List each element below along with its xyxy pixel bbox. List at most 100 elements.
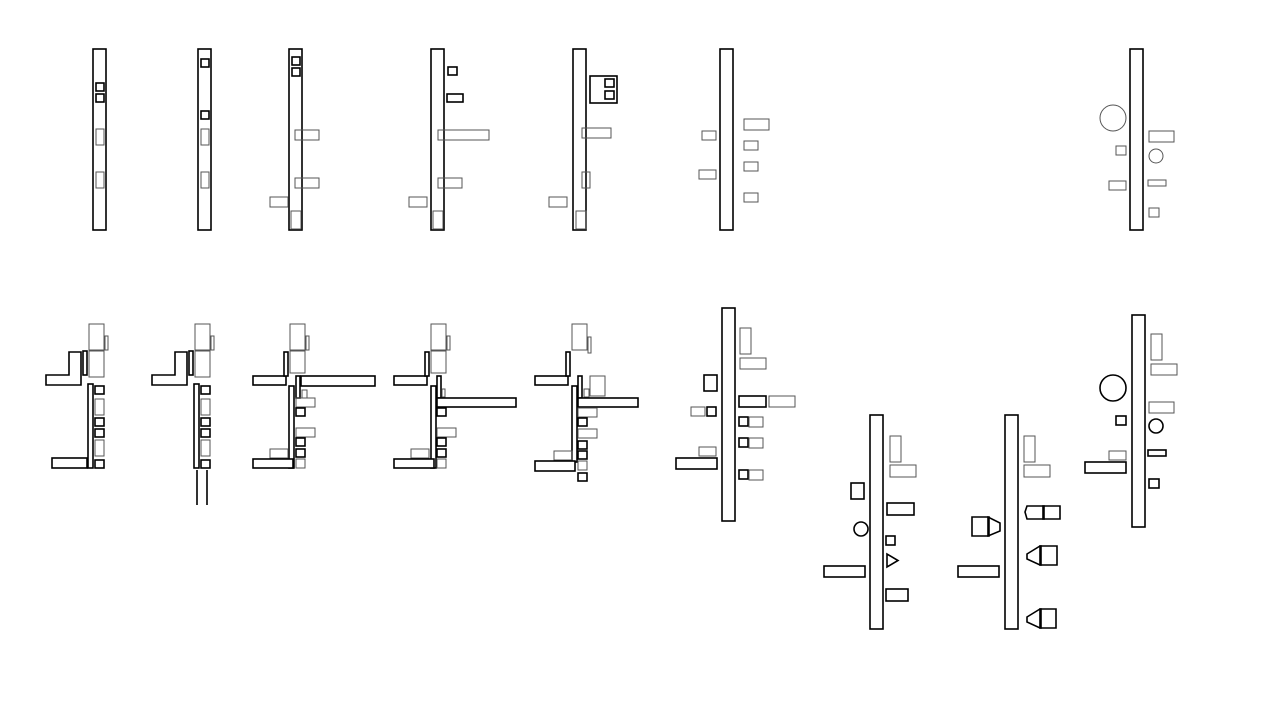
rect-shape <box>408 196 428 208</box>
rect-shape <box>577 428 598 439</box>
rect-shape <box>95 128 105 146</box>
rect-shape <box>188 350 194 376</box>
rect-shape <box>577 460 588 471</box>
rect-shape <box>94 428 105 438</box>
rect-shape <box>589 375 606 397</box>
vertical-bar <box>1129 48 1144 231</box>
rect-shape <box>436 397 517 408</box>
rect-shape <box>743 161 759 172</box>
rect-shape <box>701 130 717 141</box>
figure-top-7 <box>1099 48 1175 231</box>
rect-shape <box>200 385 211 395</box>
rect-shape <box>447 66 458 76</box>
rect-shape <box>300 375 376 387</box>
rect-shape <box>446 335 451 351</box>
rect-shape <box>743 140 759 151</box>
vertical-bar <box>288 385 295 469</box>
vertical-bar <box>721 307 736 522</box>
bottle-shape <box>971 516 1001 537</box>
figure-top-2 <box>197 48 212 231</box>
vertical-bar <box>1131 314 1146 528</box>
rect-shape <box>200 398 211 416</box>
rect-shape <box>823 565 866 578</box>
figure-bottom-4 <box>393 323 517 469</box>
rect-shape <box>577 375 583 399</box>
rect-shape <box>581 171 591 189</box>
rect-shape <box>743 118 770 131</box>
figure-top-1 <box>92 48 107 231</box>
rect-shape <box>587 336 592 354</box>
rect-shape <box>290 210 302 230</box>
rect-shape <box>295 397 316 408</box>
rect-shape <box>1023 464 1051 478</box>
rect-shape <box>575 210 587 230</box>
rect-shape <box>850 482 865 500</box>
rect-shape <box>1039 545 1042 566</box>
rect-shape <box>1108 180 1127 191</box>
rect-shape <box>436 458 447 469</box>
rect-shape <box>886 502 915 516</box>
rect-shape <box>200 417 211 427</box>
vertical-bar <box>572 48 587 231</box>
rect-shape <box>604 78 615 88</box>
rect-shape <box>82 350 88 376</box>
rect-shape <box>889 435 902 463</box>
rect-shape <box>1148 207 1160 218</box>
rect-shape <box>748 437 764 449</box>
rect-shape <box>577 397 639 408</box>
rect-shape <box>1150 363 1178 376</box>
circle-shape <box>1148 148 1164 164</box>
rect-shape <box>1148 401 1175 414</box>
rect-shape <box>269 196 289 208</box>
rect-shape <box>104 335 109 351</box>
rect-shape <box>548 196 568 208</box>
rect-shape <box>1147 449 1167 457</box>
figure-top-6 <box>698 48 770 231</box>
rect-shape <box>581 127 612 139</box>
rect-shape <box>571 323 588 351</box>
vertical-bar <box>719 48 734 231</box>
rect-shape <box>885 588 909 602</box>
figure-bottom-7 <box>823 414 917 630</box>
rect-shape <box>1039 608 1042 629</box>
rect-shape <box>252 458 294 469</box>
rect-shape <box>393 375 428 386</box>
rect-shape <box>1147 179 1167 187</box>
rect-shape <box>289 323 306 351</box>
vertical-bar <box>193 383 200 469</box>
rect-shape <box>200 428 211 438</box>
rect-shape <box>88 350 105 378</box>
figure-bottom-5 <box>534 323 639 482</box>
rect-shape <box>295 407 306 417</box>
rect-shape <box>1023 435 1036 463</box>
rect-shape <box>432 210 444 230</box>
circle-shape <box>1148 418 1164 434</box>
rect-shape <box>294 177 320 189</box>
path-shape <box>45 351 82 386</box>
figure-top-3 <box>269 48 320 231</box>
rect-shape <box>291 56 301 66</box>
figure-bottom-3 <box>252 323 376 469</box>
rect-shape <box>577 472 588 482</box>
rect-shape <box>889 464 917 478</box>
rect-shape <box>436 407 447 417</box>
circle-shape <box>1099 374 1127 402</box>
rect-shape <box>739 327 752 355</box>
rect-shape <box>200 58 210 68</box>
rect-shape <box>738 416 749 427</box>
rect-shape <box>675 457 718 470</box>
rect-shape <box>957 565 1000 578</box>
rect-shape <box>295 448 306 458</box>
figure-bottom-1 <box>45 323 109 469</box>
rect-shape <box>577 407 598 418</box>
rect-shape <box>301 389 308 399</box>
rect-shape <box>94 398 105 416</box>
figure-bottom-6 <box>675 307 796 522</box>
circle-shape <box>853 521 869 537</box>
triangle-icon <box>886 552 900 569</box>
rect-shape <box>283 351 289 377</box>
rect-shape <box>305 335 310 351</box>
rect-shape <box>194 323 211 351</box>
rect-shape <box>200 439 211 457</box>
stub-lines <box>196 470 208 505</box>
